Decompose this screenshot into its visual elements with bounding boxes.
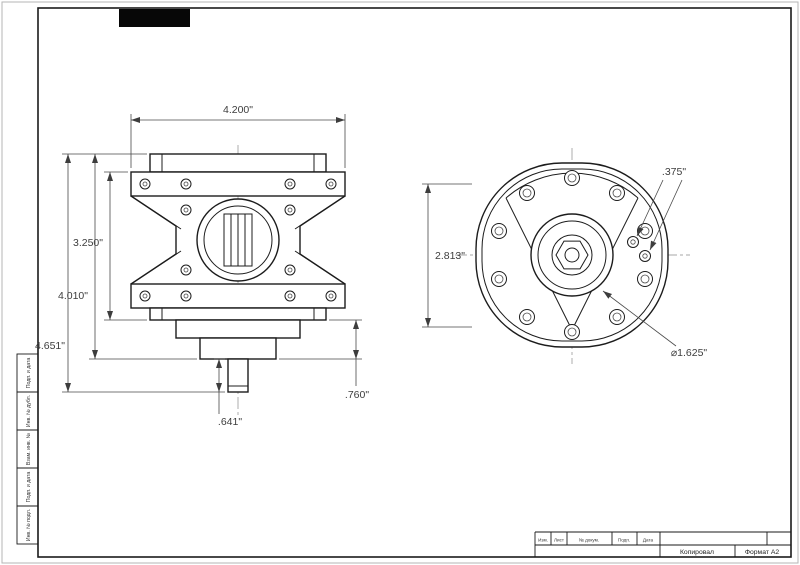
hub-step-2	[199, 337, 277, 360]
strip-cell-label: Инв. № дубл.	[26, 395, 32, 427]
title-col-podp: Подп.	[618, 538, 630, 543]
dim-side-h3: 4.651"	[35, 340, 65, 352]
redacted-stamp	[119, 9, 190, 27]
front-view-dimensions: 2.813" .375" ⌀1.625"	[422, 166, 707, 359]
center-boss	[530, 213, 614, 297]
strip-cell-label: Подп. и дата	[26, 358, 32, 389]
drawing-frame	[37, 7, 792, 558]
copied-label: Копировал	[680, 549, 714, 556]
format-label: Формат А2	[745, 549, 780, 556]
strip-cell-label: Инв. № подл.	[26, 509, 32, 541]
title-col-dokum: № докум.	[579, 538, 599, 543]
left-margin-strip: Подп. и дата Инв. № дубл. Взам. инв. № П…	[16, 353, 39, 545]
dim-side-width: 4.200"	[223, 104, 253, 116]
port-holes	[627, 236, 651, 262]
shaft	[227, 358, 249, 393]
dim-bore: ⌀1.625"	[671, 347, 708, 359]
dim-side-h1: 3.250"	[73, 237, 103, 249]
dim-tip-length: .641"	[218, 416, 242, 428]
gear-port-boss	[196, 198, 280, 282]
title-col-izm: Изм.	[538, 538, 548, 543]
title-block: Изм. Лист № докум. Подп. Дата Копировал …	[534, 531, 791, 557]
housing-inner-contour	[481, 168, 663, 342]
hub-step-1	[175, 319, 301, 339]
strip-cell-label: Взам. инв. №	[26, 432, 32, 465]
dim-front-height: 2.813"	[435, 250, 465, 262]
dim-side-h2: 4.010"	[58, 290, 88, 302]
dim-hub-length: .760"	[345, 389, 369, 401]
strip-cell-label: Подп. и дата	[26, 472, 32, 503]
side-view-dimensions: 4.200" 3.250" 4.010" 4.651" .760" .641"	[35, 104, 369, 428]
pump-side-view	[130, 145, 346, 418]
dim-port: .375"	[662, 166, 686, 178]
title-col-list: Лист	[554, 538, 565, 543]
title-col-data: Дата	[643, 538, 654, 543]
hex-nut	[555, 240, 589, 270]
body-bolts	[180, 204, 296, 276]
pump-front-view	[455, 148, 690, 364]
flange-bolts	[139, 178, 337, 302]
